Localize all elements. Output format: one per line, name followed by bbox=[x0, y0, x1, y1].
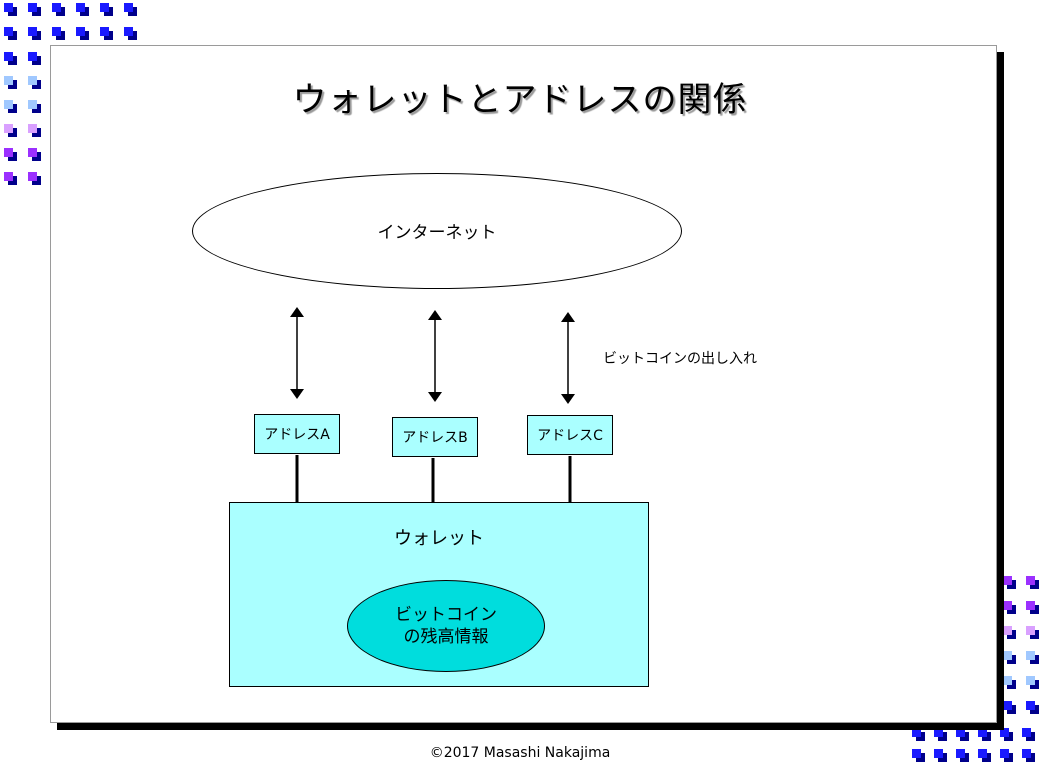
copyright-text: ©2017 Masashi Nakajima bbox=[429, 745, 611, 761]
decor-square bbox=[1003, 701, 1012, 710]
decor-square bbox=[1026, 676, 1035, 685]
decor-square bbox=[52, 27, 61, 36]
decor-square bbox=[76, 3, 85, 12]
decor-square bbox=[4, 124, 13, 133]
decor-square bbox=[28, 3, 37, 12]
decor-square bbox=[1022, 728, 1031, 737]
decor-square bbox=[1003, 651, 1012, 660]
decor-square bbox=[124, 27, 133, 36]
decor-square bbox=[4, 76, 13, 85]
decor-square bbox=[28, 172, 37, 181]
decor-square bbox=[28, 100, 37, 109]
decor-square bbox=[52, 3, 61, 12]
decor-square bbox=[1003, 576, 1012, 585]
wallet-label: ウォレット bbox=[394, 528, 484, 549]
decor-square bbox=[912, 728, 921, 737]
decor-square bbox=[1026, 701, 1035, 710]
decor-square bbox=[1000, 749, 1009, 758]
decor-square bbox=[1003, 676, 1012, 685]
internet-label: インターネット bbox=[377, 223, 497, 243]
decor-square bbox=[956, 728, 965, 737]
address-b-box: アドレスB bbox=[392, 417, 478, 457]
decor-square bbox=[28, 148, 37, 157]
decor-square bbox=[4, 3, 13, 12]
decor-square bbox=[956, 749, 965, 758]
decor-square bbox=[1003, 626, 1012, 635]
decor-square bbox=[934, 728, 943, 737]
decor-square bbox=[28, 52, 37, 61]
decor-square bbox=[978, 728, 987, 737]
decor-square bbox=[28, 27, 37, 36]
decor-square bbox=[1026, 576, 1035, 585]
decor-square bbox=[76, 27, 85, 36]
decor-square bbox=[1003, 601, 1012, 610]
decor-square bbox=[100, 3, 109, 12]
decor-square bbox=[912, 749, 921, 758]
decor-square bbox=[1026, 601, 1035, 610]
balance-line-1: ビットコイン bbox=[395, 605, 497, 625]
address-c-box: アドレスC bbox=[527, 415, 613, 455]
decor-square bbox=[28, 124, 37, 133]
decor-square bbox=[934, 749, 943, 758]
slide-title: ウォレットとアドレスの関係 bbox=[292, 80, 748, 120]
decor-square bbox=[1022, 749, 1031, 758]
balance-line-2: の残高情報 bbox=[403, 627, 489, 647]
decor-square bbox=[1026, 651, 1035, 660]
decor-square bbox=[4, 52, 13, 61]
decoration-top-left bbox=[4, 3, 137, 185]
decor-square bbox=[100, 27, 109, 36]
decor-square bbox=[1026, 626, 1035, 635]
address-a-box: アドレスA bbox=[254, 414, 340, 454]
decoration-bottom-right bbox=[912, 576, 1039, 762]
decor-square bbox=[978, 749, 987, 758]
decor-square bbox=[4, 27, 13, 36]
decor-square bbox=[4, 100, 13, 109]
decor-square bbox=[124, 3, 133, 12]
decor-square bbox=[28, 76, 37, 85]
internet-ellipse bbox=[192, 173, 682, 289]
balance-info-ellipse: ビットコイン の残高情報 bbox=[347, 580, 545, 672]
decor-square bbox=[4, 148, 13, 157]
bitcoin-transfer-note: ビットコインの出し入れ bbox=[603, 351, 757, 367]
decor-square bbox=[4, 172, 13, 181]
decor-square bbox=[1000, 728, 1009, 737]
